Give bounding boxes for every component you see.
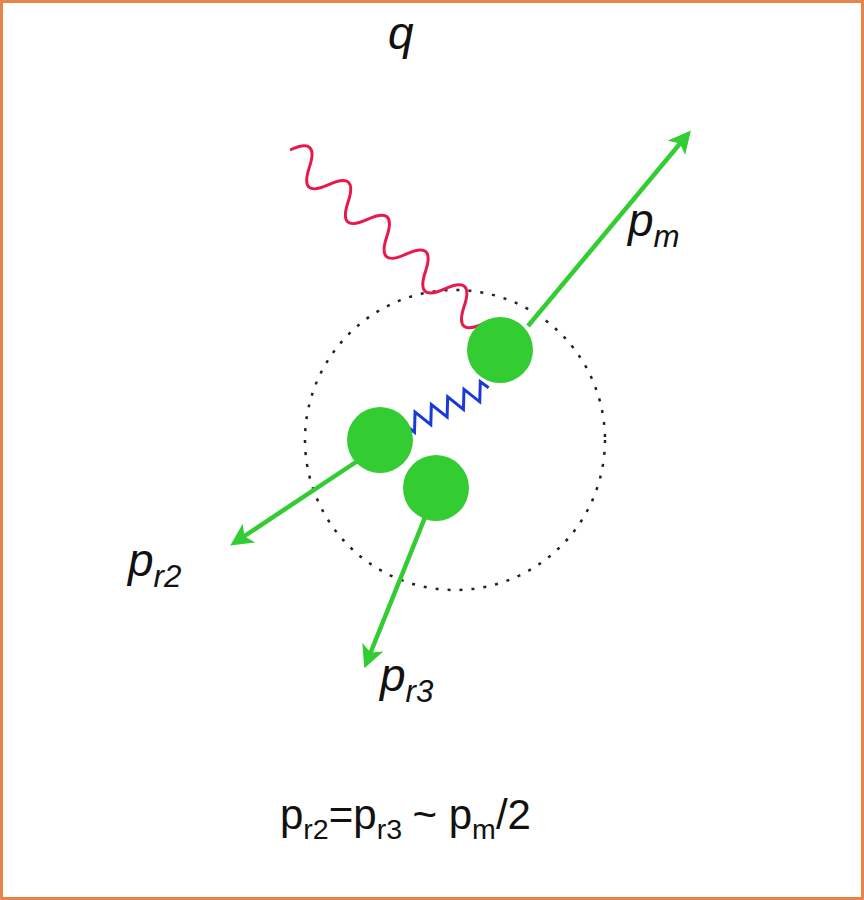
nucleus-outline: [305, 290, 605, 590]
nucleon: [403, 455, 469, 521]
momentum-arrow: [234, 458, 362, 543]
subscript-text: r2: [154, 559, 182, 594]
relation-note: pr2=pr3 ~ pm/2: [280, 792, 531, 845]
momentum-arrow: [366, 500, 432, 664]
label-text: p: [628, 194, 654, 246]
label-text: =p: [329, 791, 377, 838]
momentum-label: pr2: [128, 535, 181, 594]
nucleon: [467, 317, 533, 383]
nucleon: [347, 407, 413, 473]
subscript-text: r3: [377, 813, 402, 845]
label-text: q: [388, 7, 414, 59]
momentum-arrow: [528, 134, 688, 326]
momentum-label: pm: [628, 195, 680, 254]
label-text: /2: [496, 791, 531, 838]
subscript-text: m: [654, 219, 680, 254]
label-text: ~ p: [413, 791, 473, 838]
label-text: p: [380, 649, 406, 701]
subscript-text: r3: [406, 674, 434, 709]
momentum-label: pr3: [380, 650, 433, 709]
label-text: p: [280, 791, 303, 838]
momentum-label: q: [388, 8, 414, 59]
label-text: p: [128, 534, 154, 586]
subscript-text: r2: [303, 813, 328, 845]
photon-line: [280, 139, 494, 335]
subscript-text: m: [472, 813, 496, 845]
